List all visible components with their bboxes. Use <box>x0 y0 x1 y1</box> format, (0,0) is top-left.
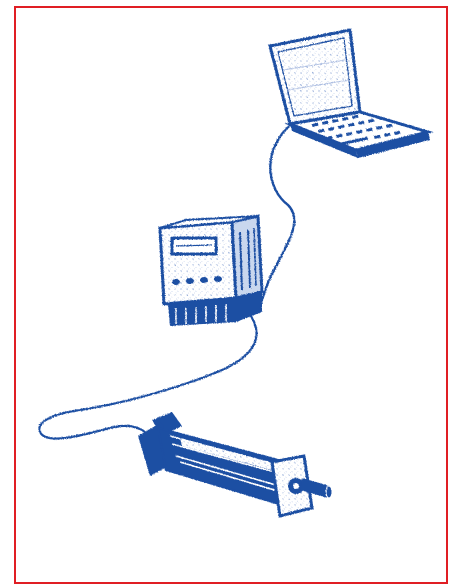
cable-drive-motor <box>38 311 258 441</box>
servo-motor-icon <box>138 412 333 518</box>
servo-drive-icon <box>158 214 264 326</box>
cable-laptop-drive <box>255 119 297 313</box>
laptop-icon <box>268 28 434 158</box>
